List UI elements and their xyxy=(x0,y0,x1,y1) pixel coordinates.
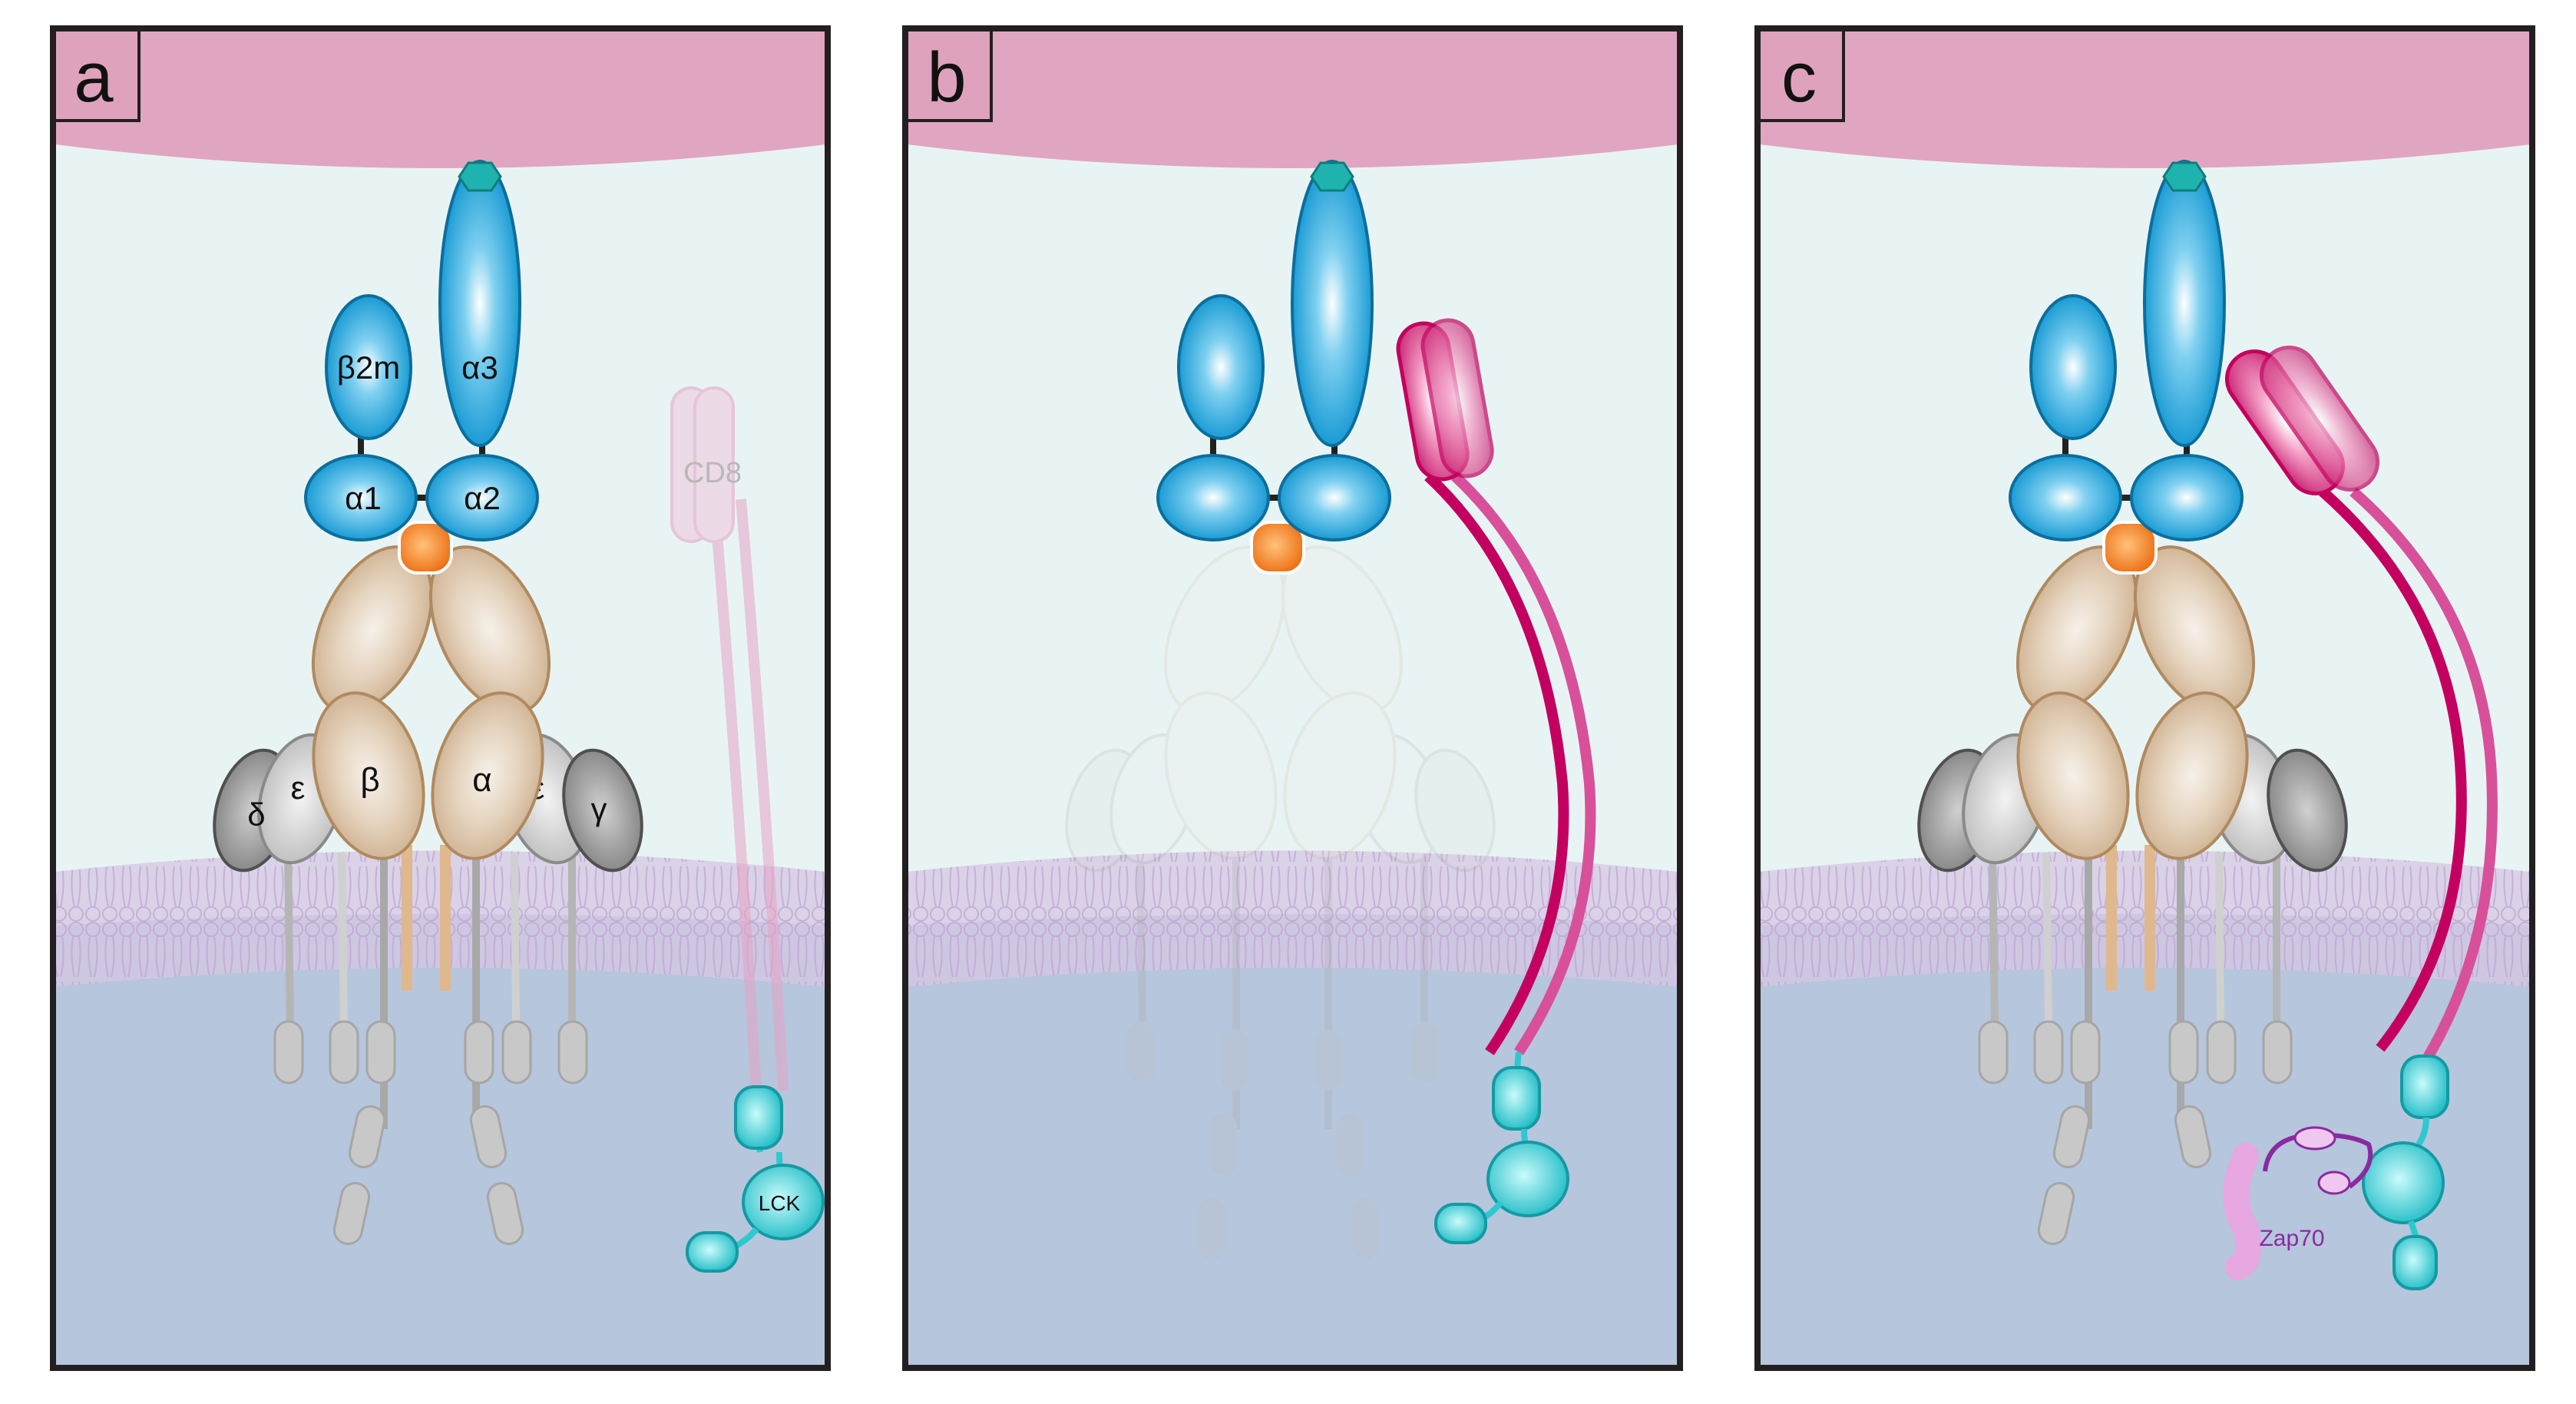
mhc-class-i xyxy=(2009,160,2244,541)
panel-c-border xyxy=(1754,25,2535,1371)
panel-a-letter: a xyxy=(74,38,114,117)
cd8 xyxy=(2224,345,2498,1063)
cd3-gamma-label: γ xyxy=(591,791,607,827)
mhc-anchor xyxy=(2162,161,2207,192)
tcr xyxy=(311,545,551,860)
cd3-delta-label: δ xyxy=(247,796,265,833)
mhc-b2m xyxy=(325,294,412,440)
tcr-alpha-lower xyxy=(431,691,544,860)
mhc-b2m xyxy=(1177,294,1265,440)
tcr-cd3-faded xyxy=(1065,545,1496,1260)
apc-membrane xyxy=(55,30,826,168)
panel-a: CD8 δ xyxy=(50,25,831,1371)
cytoplasm xyxy=(55,914,826,1366)
panel-c: Zap70 c xyxy=(1754,25,2535,1371)
lck xyxy=(686,1085,825,1273)
lipid-bilayer-texture xyxy=(907,850,1678,987)
mhc-a2-label: α2 xyxy=(464,480,501,516)
mhc-a1 xyxy=(2009,454,2122,541)
mhc-a3 xyxy=(1291,160,1374,447)
peptide xyxy=(2102,521,2158,575)
mhc-b2m-label: β2m xyxy=(337,349,401,386)
mhc-a3 xyxy=(438,160,521,447)
panel-b-border xyxy=(902,25,1683,1371)
tcr-beta-label: β xyxy=(360,761,379,799)
mhc-a1 xyxy=(304,454,418,541)
mhc-anchor xyxy=(458,161,502,192)
mhc-class-i xyxy=(1156,160,1391,541)
panel-a-border xyxy=(50,25,831,1371)
cd3-epsilon-left-label: ε xyxy=(291,770,306,806)
panel-b: b xyxy=(902,25,1683,1371)
mhc-a2 xyxy=(1278,454,1391,541)
peptide xyxy=(398,521,453,575)
panel-b-letter-box xyxy=(905,28,993,122)
cd3-tails xyxy=(1978,845,2293,1246)
cytoplasm xyxy=(1759,914,2531,1366)
cd3-gamma xyxy=(2267,748,2348,873)
mhc-a3-label: α3 xyxy=(461,349,498,386)
mhc-a1-label: α1 xyxy=(345,480,382,516)
lck xyxy=(1434,1051,1569,1244)
tcr xyxy=(2015,545,2256,860)
cytoplasm xyxy=(907,914,1678,1366)
lck-label: LCK xyxy=(759,1191,801,1215)
mhc-a1 xyxy=(1156,454,1270,541)
peptide xyxy=(1250,521,1305,575)
tcr-beta-lower xyxy=(312,691,425,860)
mhc-a2 xyxy=(425,454,539,541)
panel-a-letter-box xyxy=(53,28,141,122)
cd3-tails xyxy=(273,845,588,1246)
apc-membrane xyxy=(1759,30,2531,168)
lck xyxy=(2362,1055,2449,1290)
mhc-a2 xyxy=(2130,454,2244,541)
mhc-b2m xyxy=(2029,294,2117,440)
panel-c-letter-box xyxy=(1758,28,1845,122)
mhc-a3 xyxy=(2143,160,2226,447)
cd8-label: CD8 xyxy=(683,457,742,489)
zap70-label: Zap70 xyxy=(2259,1226,2324,1251)
cd8 xyxy=(1396,318,1596,1055)
apc-membrane xyxy=(907,30,1678,168)
cd3-extracellular xyxy=(1917,733,2348,873)
cd3-gamma xyxy=(562,748,643,873)
tcr-alpha-label: α xyxy=(472,761,491,799)
panel-c-letter: c xyxy=(1781,38,1817,117)
panel-b-letter: b xyxy=(927,38,966,117)
mhc-anchor xyxy=(1310,161,1354,192)
cd8 xyxy=(670,386,789,1091)
mhc-class-i xyxy=(304,160,539,541)
zap70 xyxy=(2223,1126,2373,1280)
